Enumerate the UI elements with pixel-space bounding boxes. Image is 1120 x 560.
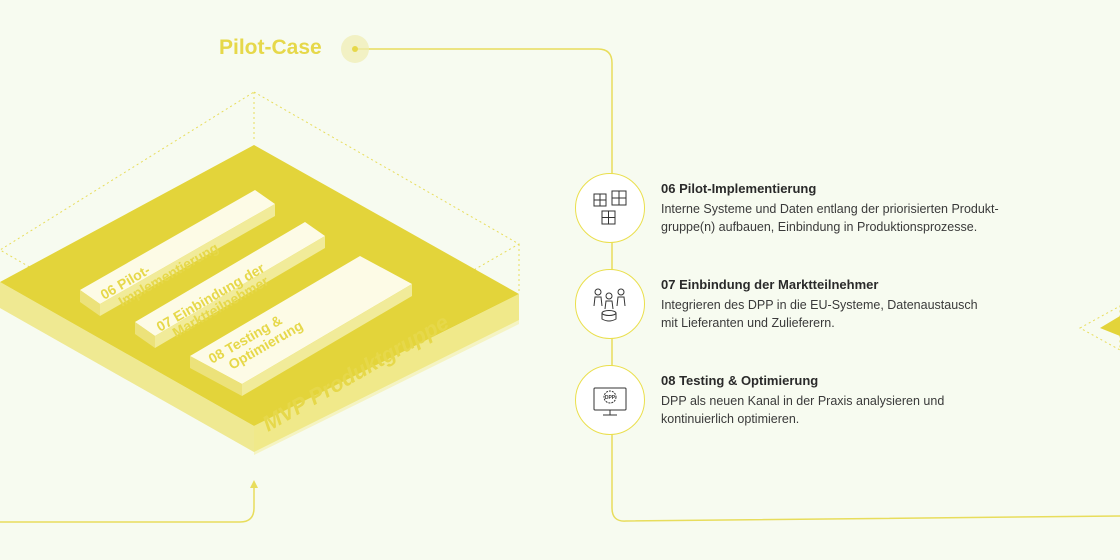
people-group-icon [593, 288, 626, 322]
step-07-icon-circle [575, 269, 645, 339]
section-title: Pilot-Case [219, 36, 322, 59]
next-platform-fragment [1078, 305, 1120, 351]
step-07-description-line1: Integrieren des DPP in die EU-Systeme, D… [661, 298, 978, 312]
step-06-title: 06 Pilot-Implementierung [661, 181, 817, 196]
step-08-description-line1: DPP als neuen Kanal in der Praxis analys… [661, 394, 945, 408]
cubes-icon [593, 190, 627, 225]
step-06-description-line2: gruppe(n) aufbauen, Einbindung in Produk… [661, 220, 978, 234]
step-06-description-line1: Interne Systeme und Daten entlang der pr… [661, 202, 999, 216]
connector-start-dot [352, 46, 358, 52]
monitor-gear-icon: DPP [593, 387, 627, 416]
step-08-description: DPP als neuen Kanal in der Praxis analys… [661, 392, 1081, 428]
step-07-description: Integrieren des DPP in die EU-Systeme, D… [661, 296, 1081, 332]
connector-arrowhead [250, 480, 258, 488]
step-06-icon-circle [575, 173, 645, 243]
step-06-description: Interne Systeme und Daten entlang der pr… [661, 200, 1081, 236]
step-08-icon-circle: DPP [575, 365, 645, 435]
step-06: 06 Pilot-Implementierung Interne Systeme… [661, 181, 1081, 236]
step-08: 08 Testing & Optimierung DPP als neuen K… [661, 373, 1081, 428]
mvp-platform: 06 Pilot- Implementierung 07 Einbindung … [0, 91, 521, 455]
step-07-description-line2: mit Lieferanten und Zulieferern. [661, 316, 835, 330]
step-08-description-line2: kontinuierlich optimieren. [661, 412, 800, 426]
step-07: 07 Einbindung der Marktteilnehmer Integr… [661, 277, 1081, 332]
step-07-title: 07 Einbindung der Marktteilnehmer [661, 277, 879, 292]
step-08-title: 08 Testing & Optimierung [661, 373, 819, 388]
monitor-badge-text: DPP [605, 395, 616, 401]
